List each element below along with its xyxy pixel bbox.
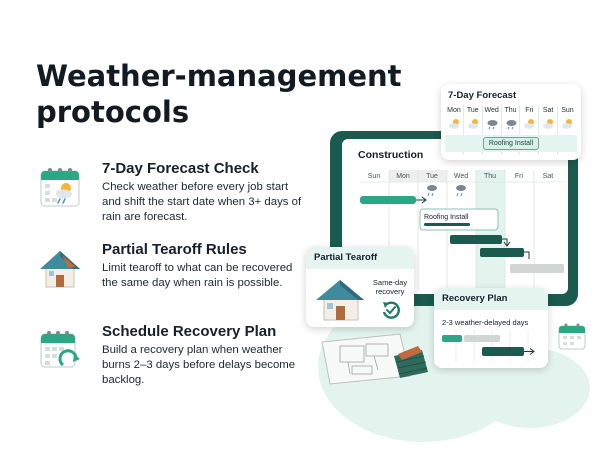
forecast-day: Sat	[539, 105, 559, 155]
tearoff-card: Partial Tearoff Same-day recovery	[306, 247, 414, 327]
feature-description: Check weather before every job start and…	[102, 181, 302, 223]
forecast-day: Tue	[464, 105, 483, 155]
house-roof-icon	[316, 280, 364, 321]
forecast-day: Wed	[483, 105, 502, 155]
recovery-bar-delayed[interactable]	[464, 335, 500, 342]
forecast-day-label: Wed	[484, 107, 499, 114]
tearoff-title: Partial Tearoff	[314, 252, 378, 263]
feature-description: Limit tearoff to what can be recovered t…	[102, 262, 293, 289]
rain-cloud-icon	[487, 120, 498, 130]
gantt-day-label: Sat	[543, 173, 554, 180]
tearoff-status: Same-day recovery	[372, 278, 408, 296]
forecast-day: Mon	[445, 105, 464, 155]
recovery-card: Recovery Plan 2-3 weather-delayed days	[434, 288, 548, 368]
gantt-task-tooltip[interactable]: Roofing Install	[419, 208, 499, 231]
roofing-install-button[interactable]: Roofing Install	[483, 137, 539, 150]
partly-sunny-icon	[543, 119, 554, 129]
partly-sunny-icon	[524, 119, 535, 129]
forecast-card: 7-Day Forecast Mon Tue Wed Thu Fri Sat S…	[441, 84, 581, 160]
blueprint-illustration	[321, 333, 428, 385]
rain-cloud-icon	[456, 185, 466, 197]
recovery-timeline	[442, 330, 535, 362]
gantt-day-label: Tue	[426, 173, 438, 180]
gantt-day-label: Mon	[396, 173, 410, 180]
rain-cloud-icon	[427, 185, 437, 197]
forecast-day-label: Sun	[561, 107, 574, 114]
shingle-bundle-icon	[394, 346, 428, 378]
tearoff-header: Partial Tearoff	[306, 247, 414, 269]
gantt-bar[interactable]	[360, 196, 416, 204]
feature-partial-tearoff: Partial Tearoff Rules Limit tearoff to w…	[36, 241, 296, 311]
feature-description: Build a recovery plan when weather burns…	[102, 344, 296, 386]
construction-title: Construction	[358, 149, 424, 161]
feature-heading: Schedule Recovery Plan	[102, 323, 277, 340]
gantt-day-label: Wed	[454, 173, 468, 180]
page-title: Weather-management protocols	[36, 59, 402, 129]
gantt-hatch	[418, 170, 447, 182]
refresh-check-icon	[382, 301, 400, 319]
recovery-bar[interactable]	[482, 347, 524, 356]
gantt-bar-pending[interactable]	[510, 264, 564, 273]
gantt-hatch	[389, 170, 418, 182]
calendar-icon	[558, 323, 586, 350]
forecast-day-label: Mon	[447, 107, 461, 114]
forecast-day: Sun	[558, 105, 577, 155]
partly-sunny-icon	[467, 119, 478, 129]
feature-heading: 7-Day Forecast Check	[102, 160, 259, 177]
gantt-day-label: Fri	[515, 173, 524, 180]
gantt-day-label: Sun	[368, 173, 381, 180]
gantt-bar[interactable]	[480, 248, 524, 257]
feature-forecast-check: 7-Day Forecast Check Check weather befor…	[36, 160, 301, 230]
feature-recovery-plan: Schedule Recovery Plan Build a recovery …	[36, 323, 296, 393]
partly-sunny-icon	[562, 119, 573, 129]
partly-sunny-icon	[449, 119, 459, 129]
construction-card: Construction Sun Mon Tue Wed Thu Fri Sat	[330, 131, 578, 306]
recovery-title: Recovery Plan	[442, 293, 508, 304]
recovery-bar[interactable]	[442, 335, 462, 342]
gantt-progress-bar	[424, 223, 470, 226]
forecast-day: Fri	[520, 105, 540, 155]
forecast-day: Thu	[502, 105, 521, 155]
gantt-bar[interactable]	[450, 235, 502, 244]
forecast-day-label: Fri	[525, 107, 534, 114]
feature-heading: Partial Tearoff Rules	[102, 241, 247, 258]
gantt-task-label: Roofing Install	[424, 214, 469, 221]
forecast-title: 7-Day Forecast	[448, 90, 517, 101]
gantt-chart: Sun Mon Tue Wed Thu Fri Sat Roofing Inst…	[360, 170, 564, 290]
gantt-day-label: Thu	[484, 173, 496, 180]
calendar-weather-icon	[36, 162, 84, 210]
forecast-day-label: Thu	[504, 107, 517, 114]
rain-cloud-icon	[506, 120, 517, 130]
forecast-day-label: Sat	[542, 107, 554, 114]
forecast-days: Mon Tue Wed Thu Fri Sat Sun	[445, 105, 577, 155]
forecast-day-label: Tue	[466, 107, 479, 114]
house-roof-icon	[36, 243, 84, 291]
calendar-refresh-icon	[36, 325, 84, 373]
recovery-subtitle: 2-3 weather-delayed days	[442, 318, 529, 327]
recovery-header: Recovery Plan	[434, 288, 548, 310]
